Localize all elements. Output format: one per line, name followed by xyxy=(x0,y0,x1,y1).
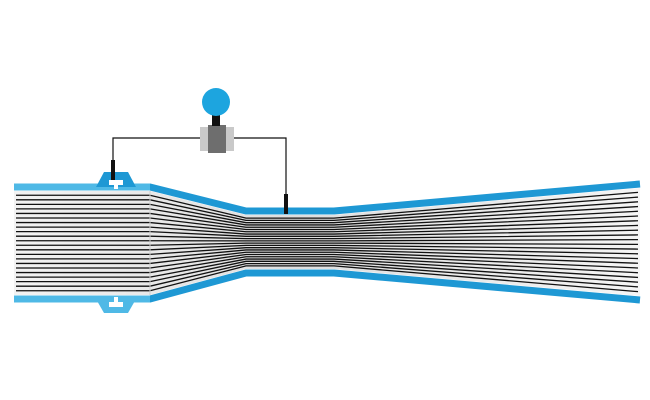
streamline xyxy=(16,265,639,293)
upstream-tap-flange-top-slot xyxy=(109,180,123,185)
streamline xyxy=(16,210,639,228)
streamline xyxy=(16,238,639,242)
differential-pressure-transmitter xyxy=(200,88,234,153)
streamline xyxy=(16,258,639,279)
upstream-tap-flange-bottom-slot xyxy=(109,302,123,307)
transmitter-body xyxy=(208,125,226,153)
streamline xyxy=(16,242,639,246)
upstream-tap-probe xyxy=(111,160,115,180)
streamline xyxy=(16,253,639,269)
streamline xyxy=(16,215,639,231)
streamline xyxy=(16,201,639,224)
streamline xyxy=(16,229,639,237)
upstream-tap-flange-top-stem xyxy=(114,183,118,189)
streamline xyxy=(16,251,639,265)
streamline xyxy=(16,247,639,256)
transmitter-neck xyxy=(212,110,220,126)
upstream-tap-flange-top xyxy=(96,172,136,187)
streamlines xyxy=(16,191,639,293)
transmitter-flange-left xyxy=(200,127,208,151)
streamline xyxy=(16,249,639,260)
streamline xyxy=(16,205,639,226)
streamline xyxy=(16,244,639,251)
streamline xyxy=(16,260,639,283)
throat-tap-probe xyxy=(284,194,288,214)
streamline xyxy=(16,224,639,235)
streamline xyxy=(16,196,639,222)
transmitter-flange-right xyxy=(226,127,234,151)
streamline xyxy=(16,234,639,240)
streamline xyxy=(16,256,639,274)
streamline xyxy=(16,262,639,288)
gauge-head-icon xyxy=(202,88,230,116)
streamline xyxy=(16,220,639,233)
upstream-tap-flange-bottom-stem xyxy=(114,297,118,303)
impulse-line-upstream xyxy=(112,137,200,172)
impulse-line-throat xyxy=(234,137,287,195)
streamline xyxy=(16,191,639,219)
